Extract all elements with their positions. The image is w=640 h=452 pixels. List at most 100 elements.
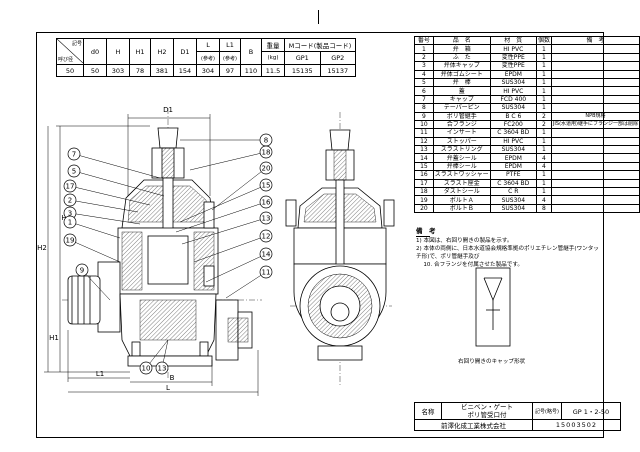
col-h2: H2 xyxy=(150,38,174,65)
callout-label: 7 xyxy=(72,151,76,159)
callout-marker: 10 xyxy=(139,339,169,375)
callout-circle xyxy=(75,263,89,277)
corner-top-label: 記号 xyxy=(71,41,82,47)
callout-label: 12 xyxy=(262,233,271,241)
part-material: SUS304 xyxy=(489,203,537,214)
callout-label: 13 xyxy=(262,215,271,223)
callout-label: 14 xyxy=(262,251,271,259)
callout-marker: 2 xyxy=(63,193,139,213)
dimension-table: 記号 呼び径 d0 H H1 H2 D1 L L1 B 重量 Mコード(製品コー… xyxy=(56,38,356,77)
side-view xyxy=(285,112,395,385)
dim-label-d1: D1 xyxy=(163,106,173,114)
callout-marker: 12 xyxy=(193,229,273,263)
callout-label: 16 xyxy=(262,199,271,207)
callout-marker: 5 xyxy=(67,164,165,197)
dim-label-l: L xyxy=(166,384,170,392)
callout-marker: 11 xyxy=(225,265,273,299)
callout-circle xyxy=(63,215,77,229)
notes-heading: 備 考 xyxy=(416,227,436,235)
callout-marker: 1 xyxy=(63,215,121,239)
callout-circle xyxy=(139,361,153,375)
callout-label: 11 xyxy=(262,269,271,277)
title-company: 前澤化成工業株式会社 xyxy=(414,419,533,431)
callout-circle xyxy=(259,265,273,279)
callout-label: 9 xyxy=(80,267,84,275)
dim-label-h: H xyxy=(61,214,66,222)
corner-diagonal xyxy=(57,39,83,63)
part-remarks xyxy=(550,203,640,214)
dim-value: 11.5 xyxy=(261,64,285,77)
callout-marker: 9 xyxy=(75,263,111,301)
callout-marker: 13 xyxy=(155,339,169,375)
callout-circle xyxy=(63,193,77,207)
callout-leader xyxy=(69,239,121,263)
notes-block: 備 考 1) 本図は、右回り開きの製品を示す。 2) 本体の両側に、日本水道協会… xyxy=(416,227,602,269)
callout-circle xyxy=(259,229,273,243)
dim-label-b: B xyxy=(170,374,175,382)
front-dimension-labels: D1 H H2 H1 L1 L B xyxy=(37,106,174,392)
sheet-center-mark xyxy=(318,10,319,24)
note-line: 2) 本体の両側に、日本水道協会規格準拠のポリエチレン管継手(ワンタッチ形)で、… xyxy=(416,246,599,260)
callout-circle xyxy=(63,233,77,247)
callout-marker: 8 xyxy=(180,133,273,147)
callout-circle xyxy=(259,195,273,209)
callout-leader xyxy=(211,167,267,211)
title-name-line2: ポリ管受口付 xyxy=(467,411,507,419)
callout-leader xyxy=(69,185,151,206)
dim-value: 154 xyxy=(173,64,197,77)
callout-leader xyxy=(69,199,139,213)
callout-marker: 3 xyxy=(63,206,141,225)
callout-label: 18 xyxy=(262,149,271,157)
callout-leader xyxy=(73,170,165,197)
callout-circle xyxy=(67,164,81,178)
callout-marker: 7 xyxy=(67,147,161,179)
note-line: 1) 本図は、右回り開きの製品を示す。 xyxy=(416,238,513,244)
callout-label: 10 xyxy=(142,365,151,373)
callout-leader xyxy=(69,212,141,225)
callout-marker: 13 xyxy=(181,211,273,245)
callout-marker: 19 xyxy=(63,233,121,263)
notes-underline xyxy=(416,236,430,237)
callout-label: 1 xyxy=(68,219,72,227)
callout-circle xyxy=(259,161,273,175)
dim-value: 15135 xyxy=(284,64,321,77)
callout-label: 20 xyxy=(262,165,271,173)
title-name-line1: ビニベン・ゲート xyxy=(461,403,513,411)
dim-value: 15137 xyxy=(319,64,356,77)
callout-leader xyxy=(193,235,267,263)
callout-leader xyxy=(189,151,267,171)
dim-label-l1: L1 xyxy=(96,370,104,378)
callout-circle xyxy=(259,247,273,261)
callout-leader xyxy=(225,271,267,299)
dim-label-h2: H2 xyxy=(37,244,47,252)
callout-circle xyxy=(259,145,273,159)
callout-circle xyxy=(259,178,273,192)
callout-marker: 15 xyxy=(179,178,273,223)
title-code: 15003502 xyxy=(532,419,621,431)
callout-label: 17 xyxy=(66,183,75,191)
callout-marker: 18 xyxy=(189,145,273,171)
callout-leader xyxy=(73,153,161,179)
note-line: 10. 合フランジを付属させた製品です。 xyxy=(416,262,523,268)
callout-leader xyxy=(179,184,267,223)
callout-label: 8 xyxy=(264,137,268,145)
front-view xyxy=(62,108,262,380)
dim-corner-cell: 記号 呼び径 xyxy=(56,38,84,65)
callout-marker: 16 xyxy=(175,195,273,233)
col-d1: D1 xyxy=(173,38,197,65)
callout-circle xyxy=(67,147,81,161)
callout-leader xyxy=(181,217,267,245)
callout-label: 19 xyxy=(66,237,75,245)
callout-circle xyxy=(63,179,77,193)
